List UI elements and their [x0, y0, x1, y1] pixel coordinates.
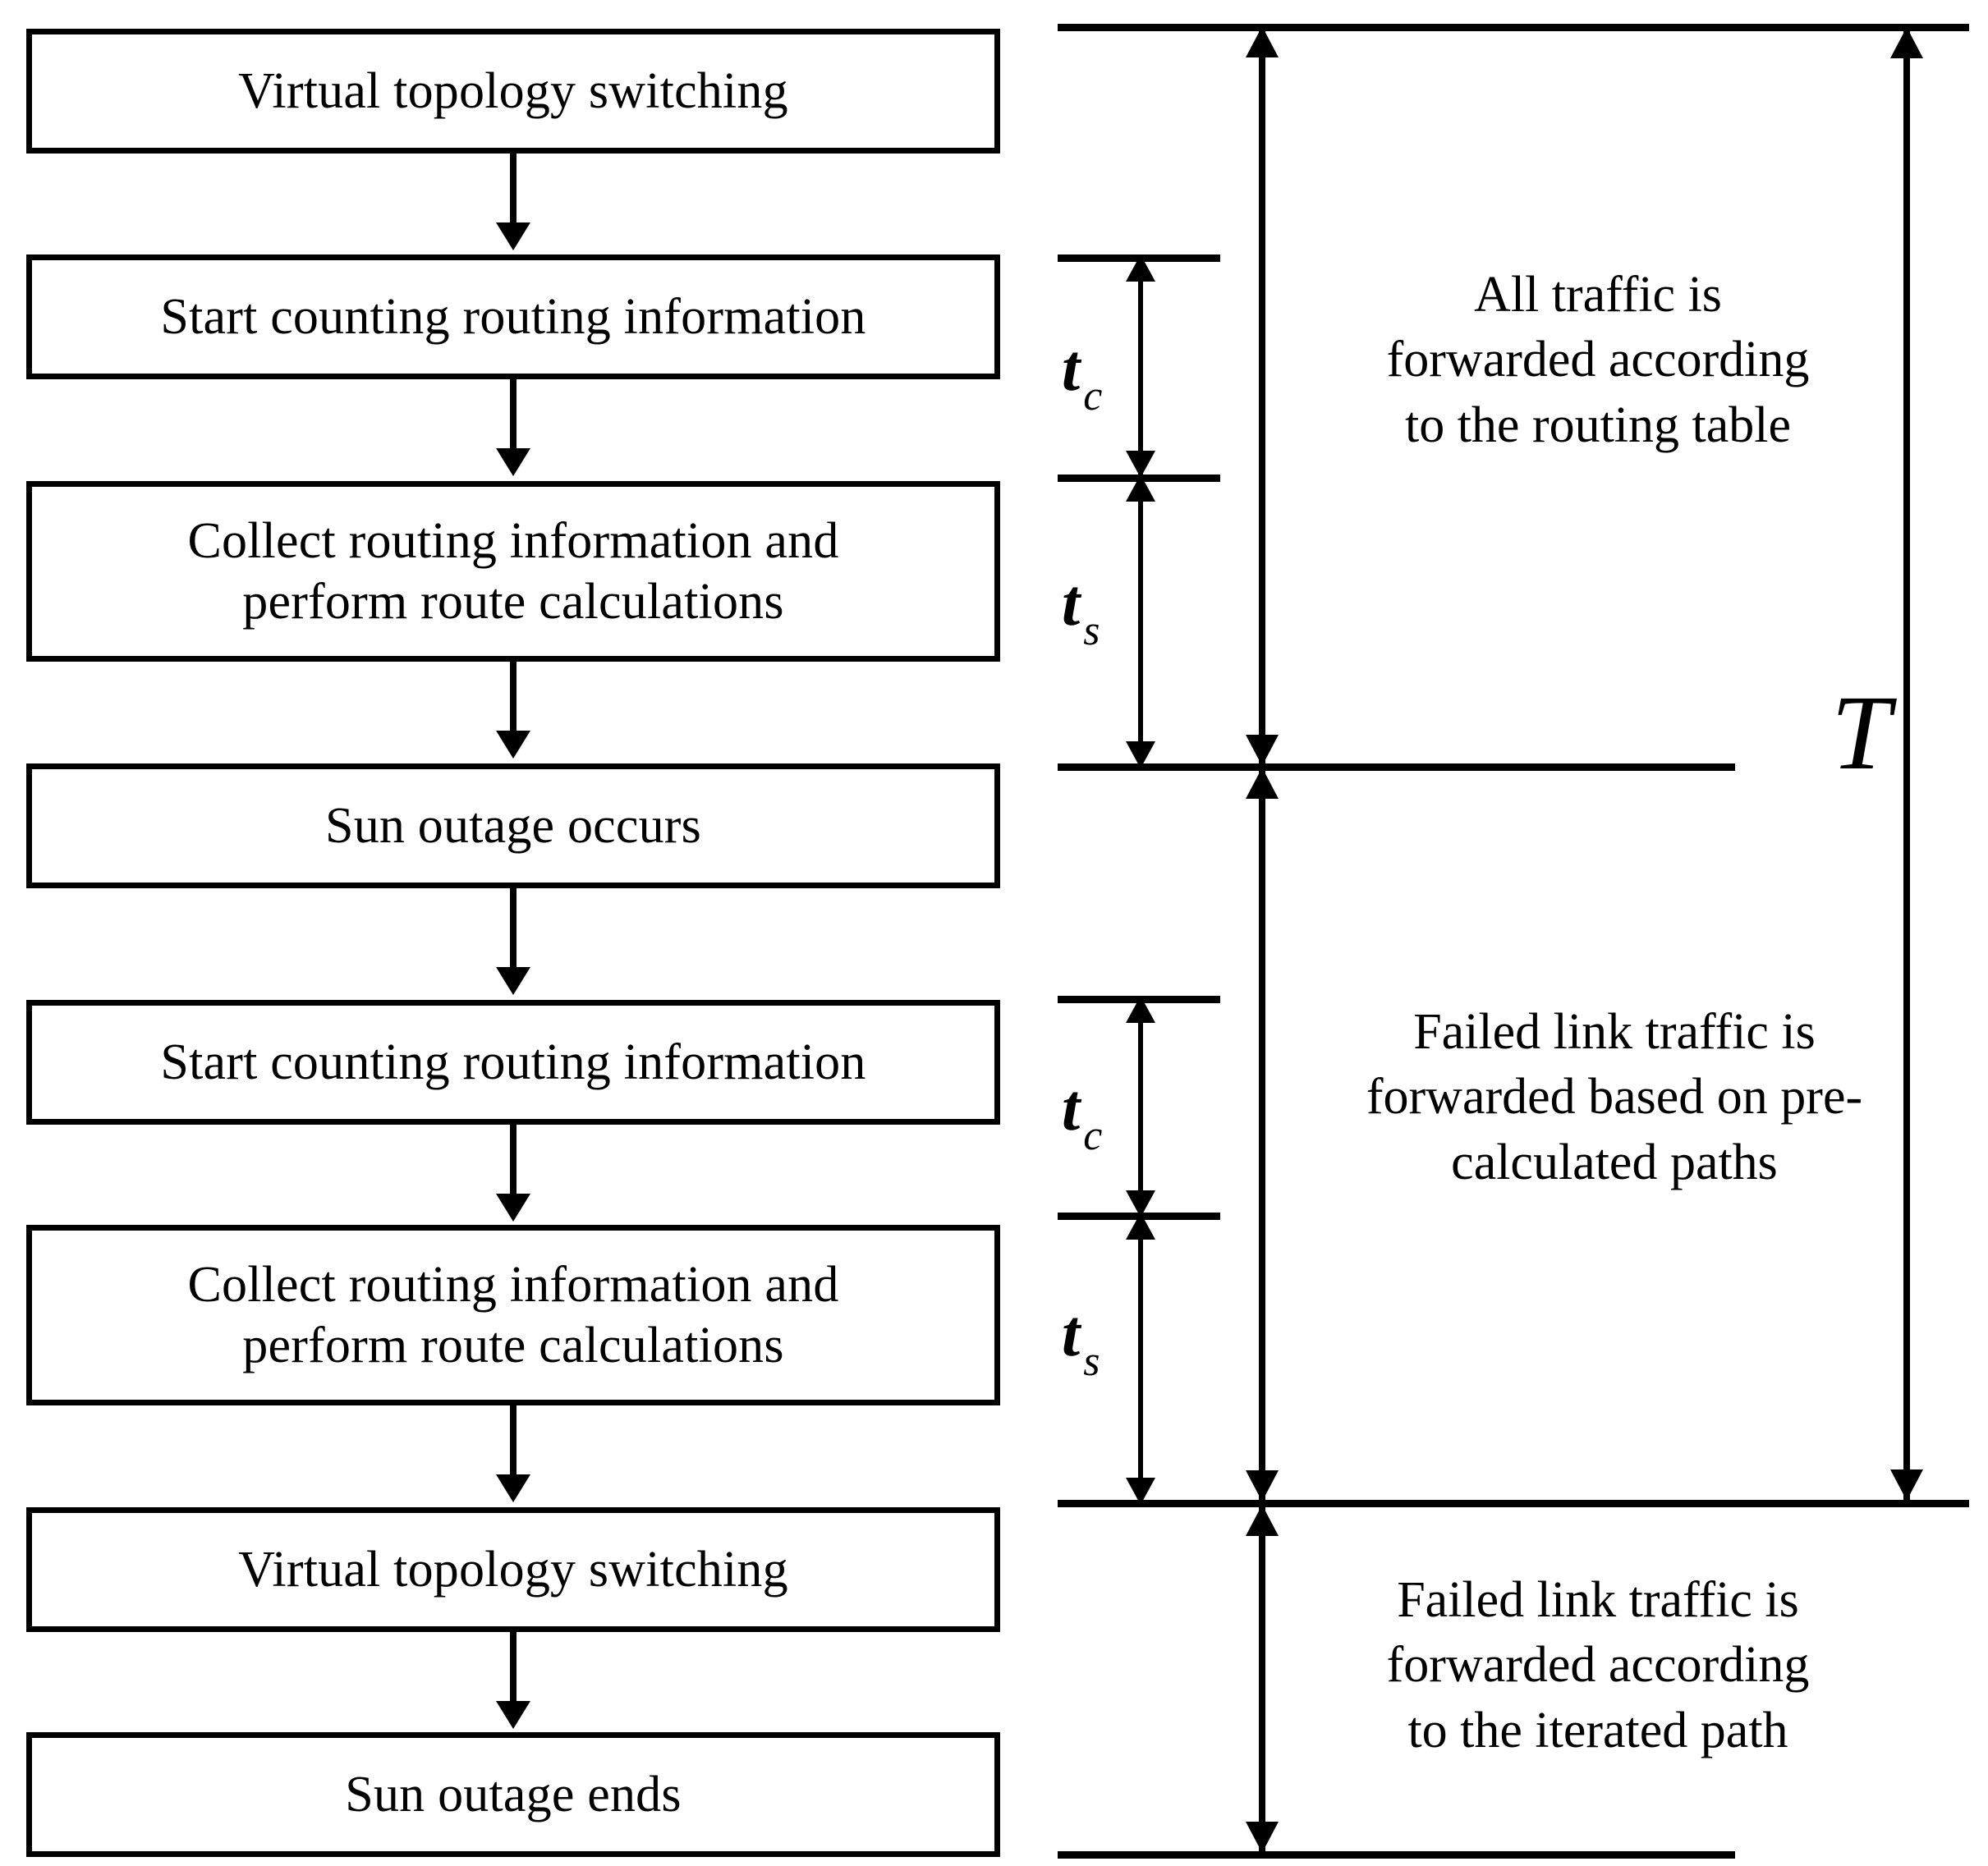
- flow-box-label: Virtual topology switching: [238, 62, 788, 119]
- label-tc-2-sub: c: [1083, 1112, 1103, 1159]
- total-period-arrowhead-bottom: [1890, 1469, 1923, 1501]
- phase-divider-arrowhead-mid-upper: [1246, 735, 1279, 766]
- phase-description-2: Failed link traffic is forwarded based o…: [1366, 1004, 1863, 1190]
- phase-description-1: All traffic is forwarded according to th…: [1386, 267, 1810, 453]
- total-period-line: [1903, 25, 1910, 1502]
- label-total-period-T: T: [1831, 674, 1891, 792]
- phase-divider-arrowhead-mid-lower: [1246, 768, 1279, 799]
- flow-box-sun-outage-ends[interactable]: Sun outage ends: [26, 1732, 1000, 1857]
- phase-divider-arrowhead-low-lower: [1246, 1505, 1279, 1536]
- label-ts-1-sub: s: [1083, 607, 1100, 654]
- flow-box-label: Collect routing information and perform …: [187, 1256, 839, 1373]
- phase-description-3: Failed link traffic is forwarded accordi…: [1386, 1572, 1810, 1758]
- label-tc-1-sub: c: [1083, 373, 1103, 420]
- label-ts-2: ts: [1062, 1297, 1100, 1385]
- flow-box-label: Start counting routing information: [160, 288, 866, 345]
- flow-box-label: Collect routing information and perform …: [187, 512, 839, 630]
- flow-box-label: Virtual topology switching: [238, 1541, 788, 1598]
- flow-box-label: Start counting routing information: [160, 1034, 866, 1090]
- phase-divider-arrowhead-low-upper: [1246, 1470, 1279, 1502]
- flow-box-virtual-topology-switching-2[interactable]: Virtual topology switching: [26, 1507, 1000, 1632]
- timeline-rule-middle: [1058, 763, 1735, 771]
- label-tc-2-base: t: [1062, 1072, 1081, 1144]
- label-tc-2: tc: [1062, 1071, 1102, 1159]
- timeline-rule-lower: [1058, 1500, 1969, 1507]
- phase-divider-arrowhead-bottom: [1246, 1822, 1279, 1853]
- phase-divider-line: [1259, 24, 1265, 1856]
- flow-box-label: Sun outage occurs: [325, 797, 701, 854]
- label-ts-1: ts: [1062, 566, 1100, 654]
- flow-box-sun-outage-occurs[interactable]: Sun outage occurs: [26, 763, 1000, 888]
- label-ts-2-sub: s: [1083, 1338, 1100, 1385]
- flow-box-virtual-topology-switching-1[interactable]: Virtual topology switching: [26, 29, 1000, 154]
- total-period-arrowhead-top: [1890, 27, 1923, 58]
- flow-box-collect-routing-2[interactable]: Collect routing information and perform …: [26, 1225, 1000, 1405]
- timeline-rule-top: [1058, 24, 1969, 31]
- phase-divider-arrowhead-top: [1246, 26, 1279, 57]
- flow-box-collect-routing-1[interactable]: Collect routing information and perform …: [26, 481, 1000, 662]
- label-tc-1: tc: [1062, 332, 1102, 420]
- label-ts-1-base: t: [1062, 567, 1081, 640]
- timeline-rule-bottom: [1058, 1851, 1735, 1859]
- label-ts-2-base: t: [1062, 1298, 1081, 1370]
- flow-box-label: Sun outage ends: [345, 1766, 682, 1822]
- flow-box-start-counting-2[interactable]: Start counting routing information: [26, 1000, 1000, 1125]
- flow-box-start-counting-1[interactable]: Start counting routing information: [26, 254, 1000, 379]
- label-tc-1-base: t: [1062, 332, 1081, 405]
